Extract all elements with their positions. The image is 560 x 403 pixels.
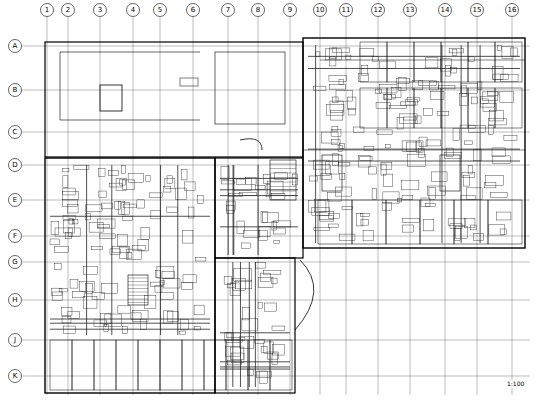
axis-letter: K (8, 369, 22, 383)
axis-number: 8 (251, 3, 265, 17)
axis-letter: D (8, 158, 22, 172)
axis-number: 10 (313, 3, 327, 17)
axis-letter: J (8, 333, 22, 347)
axis-number: 13 (403, 3, 417, 17)
axis-letter: A (8, 39, 22, 53)
axis-letter: G (8, 255, 22, 269)
duct-runs (50, 45, 520, 387)
axis-number: 16 (505, 3, 519, 17)
axis-number: 14 (438, 3, 452, 17)
axis-letter: C (8, 125, 22, 139)
axis-letter: H (8, 293, 22, 307)
axis-number: 12 (371, 3, 385, 17)
axis-number: 6 (186, 3, 200, 17)
axis-number: 3 (93, 3, 107, 17)
axis-letter: B (8, 83, 22, 97)
axis-number: 15 (470, 3, 484, 17)
axis-number: 4 (126, 3, 140, 17)
axis-number: 2 (61, 3, 75, 17)
scale-note: 1:100 (505, 380, 526, 388)
axis-number: 9 (283, 3, 297, 17)
axis-number: 11 (339, 3, 353, 17)
axis-number: 1 (40, 3, 54, 17)
grid-lines (9, 4, 531, 396)
axis-number: 5 (153, 3, 167, 17)
axis-number: 7 (221, 3, 235, 17)
axis-letter: F (8, 229, 22, 243)
axis-letter: E (8, 193, 22, 207)
walls (45, 38, 525, 393)
